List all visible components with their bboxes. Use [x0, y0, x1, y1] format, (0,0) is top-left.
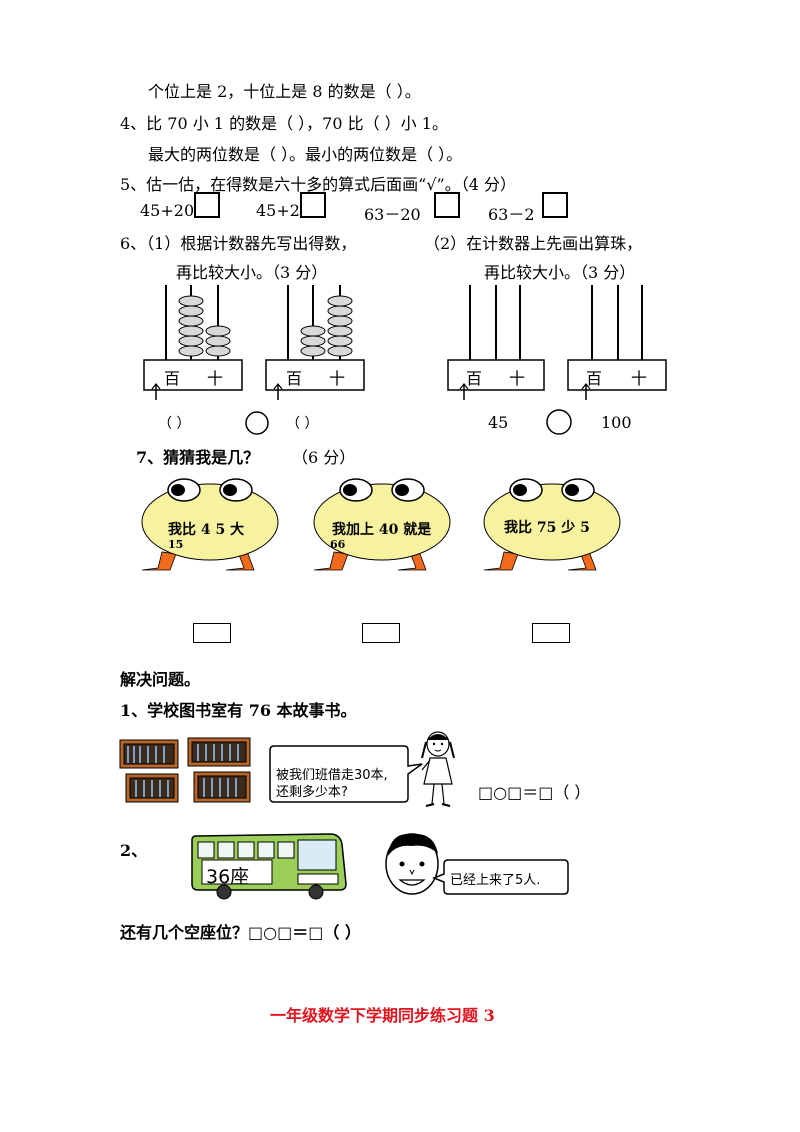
- q5-answer-box-4[interactable]: [542, 192, 568, 218]
- abacus-1-label-hundreds: 百: [164, 369, 181, 388]
- frog-3-illustration: [483, 478, 621, 571]
- problem-2-label: 2、: [120, 841, 148, 860]
- footer-title: 一年级数学下学期同步练习题 3: [270, 1006, 495, 1025]
- q6-sub-b: 再比较大小。（3 分）: [484, 263, 636, 282]
- compare-circle-1[interactable]: [244, 410, 270, 436]
- q5-expr-1: 45+20: [140, 201, 195, 220]
- q5-answer-box-2[interactable]: [300, 192, 326, 218]
- abacus-4-label-hundreds: 百: [586, 369, 603, 388]
- bus-sign: 36座: [206, 866, 250, 888]
- q3-line: 个位上是 2，十位上是 8 的数是（ ）。: [148, 82, 421, 101]
- speech-bubble-1: [269, 745, 423, 803]
- q4-line1: 4、比 70 小 1 的数是（ ），70 比（ ）小 1。: [120, 114, 448, 133]
- frog-2-sub: 66: [330, 538, 346, 551]
- q6-number-a: 45: [488, 413, 509, 432]
- bubble-1-line-1: 被我们班借走30本,: [276, 768, 388, 783]
- problem-1-equation[interactable]: □○□＝□（ ）: [478, 783, 591, 802]
- q5-expr-4: 63－2: [488, 205, 535, 224]
- frog-1-illustration: [141, 478, 279, 571]
- speech-bubble-2: [431, 859, 569, 895]
- q6-number-b: 100: [601, 413, 632, 432]
- frog-1-text: 我比 4 5 大: [168, 522, 245, 538]
- q7-line: 7、猜猜我是几？: [136, 448, 260, 467]
- frog-1-sub: 15: [168, 538, 184, 551]
- bookshelf-illustration: [119, 737, 251, 803]
- q6-blank-b[interactable]: （ ）: [286, 416, 319, 432]
- abacus-2-label-hundreds: 百: [286, 369, 303, 388]
- problem-1-title: 1、学校图书室有 76 本故事书。: [120, 701, 357, 720]
- abacus-4[interactable]: [566, 285, 676, 400]
- frog-3-text: 我比 75 少 5: [504, 520, 590, 536]
- q5-line: 5、估一估，在得数是六十多的算式后面画“√”。（4 分）: [120, 175, 517, 194]
- boy-illustration: [385, 833, 439, 895]
- girl-illustration: [421, 731, 455, 807]
- frog-2-illustration: [313, 478, 451, 571]
- abacus-3-label-tens: 十: [509, 369, 526, 388]
- solve-heading: 解决问题。: [120, 670, 201, 689]
- compare-circle-2[interactable]: [545, 408, 573, 436]
- abacus-2-label-tens: 十: [329, 369, 346, 388]
- abacus-4-label-tens: 十: [631, 369, 648, 388]
- problem-2-question[interactable]: 还有几个空座位？□○□＝□（ ）: [120, 923, 361, 942]
- bubble-1-line-2: 还剩多少本?: [276, 785, 348, 800]
- q5-expr-3: 63－20: [364, 205, 421, 224]
- q6-line-a: 6、（1）根据计数器先写出得数，: [120, 234, 357, 253]
- q6-line-b: （2）在计数器上先画出算珠，: [424, 234, 643, 253]
- bus-illustration: [191, 833, 347, 900]
- q6-blank-a[interactable]: （ ）: [158, 416, 191, 432]
- q5-expr-2: 45+2: [256, 201, 300, 220]
- q5-answer-box-3[interactable]: [434, 192, 460, 218]
- q6-sub-a: 再比较大小。（3 分）: [176, 263, 328, 282]
- frog-3-answer-box[interactable]: [532, 623, 570, 643]
- abacus-1: [143, 285, 243, 400]
- q7-score: （6 分）: [292, 448, 356, 467]
- bubble-2-text: 已经上来了5人.: [450, 873, 541, 888]
- q5-answer-box-1[interactable]: [194, 192, 220, 218]
- abacus-3[interactable]: [446, 285, 556, 400]
- abacus-1-label-tens: 十: [207, 369, 224, 388]
- abacus-2: [265, 285, 365, 400]
- frog-1-answer-box[interactable]: [193, 623, 231, 643]
- frog-2-text: 我加上 40 就是: [332, 522, 432, 538]
- q4-line2: 最大的两位数是（ ）。最小的两位数是（ ）。: [148, 145, 463, 164]
- frog-2-answer-box[interactable]: [362, 623, 400, 643]
- abacus-3-label-hundreds: 百: [466, 369, 483, 388]
